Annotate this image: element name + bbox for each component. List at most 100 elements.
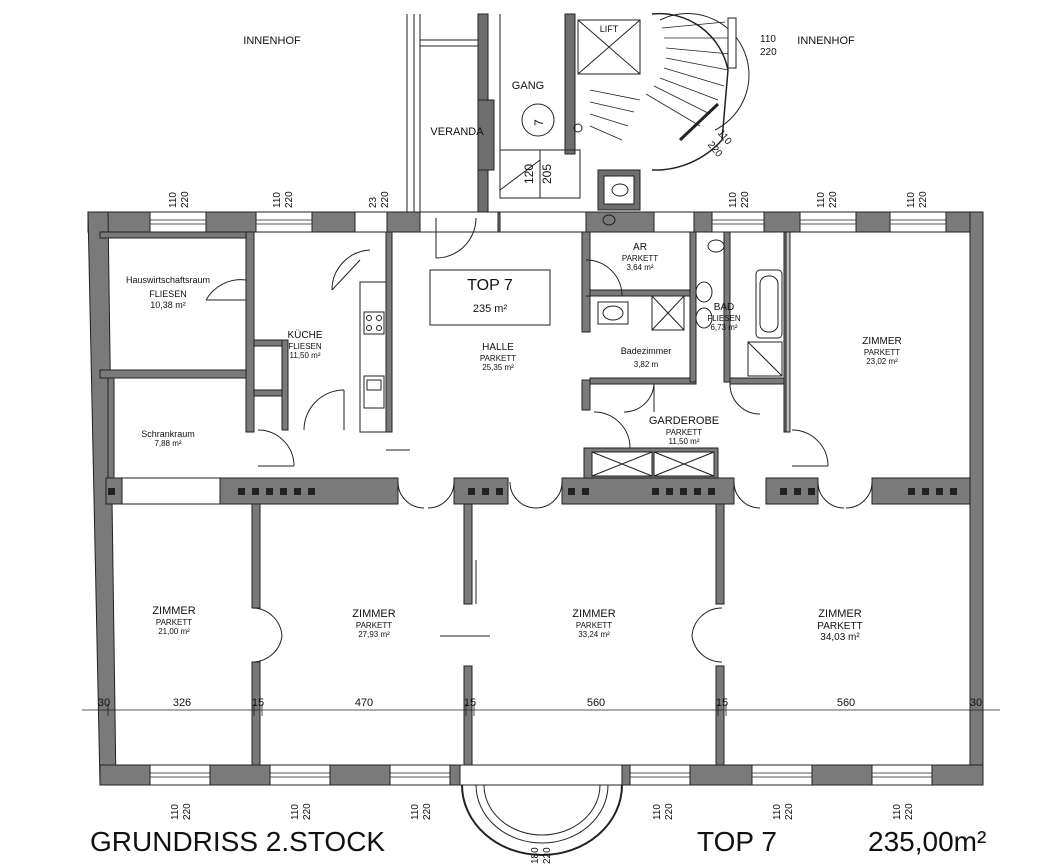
room-name: GARDEROBE: [648, 415, 720, 427]
room-floor: PARKETT: [665, 427, 703, 437]
room-zimmer-ne: ZIMMER PARKETT 23,02 m²: [862, 336, 901, 366]
door-swings: [122, 217, 873, 663]
corridor-label: GANG: [511, 80, 545, 92]
room-floor: FLIESEN: [149, 289, 187, 300]
room-ar: AR PARKETT 3,64 m²: [622, 242, 658, 272]
win-mark-bottom-2a: 110: [290, 804, 301, 820]
win-mark-top-4a: 110: [728, 192, 739, 208]
room-name: ZIMMER: [862, 336, 902, 347]
room-name: Schrankraum: [141, 429, 195, 439]
win-mark-bottom-4a: 110: [652, 804, 663, 820]
room-area: 11,50 m²: [668, 436, 700, 446]
room-name: HALLE: [482, 342, 514, 353]
courtyard-right-label: INNENHOF: [797, 35, 855, 47]
window-lines: [150, 219, 946, 778]
courtyard-left-label: INNENHOF: [243, 35, 301, 47]
plan-title: GRUNDRISS 2.STOCK: [90, 826, 386, 857]
lift-label: LIFT: [599, 24, 619, 34]
win-mark-top-6a: 110: [906, 192, 917, 208]
dim-15-c: 15: [715, 697, 729, 709]
room-zimmer-1: ZIMMER PARKETT 21,00 m²: [152, 605, 195, 636]
win-mark-top-6b: 220: [918, 191, 929, 208]
window-gaps: [149, 211, 947, 786]
win-mark-top-2a: 110: [272, 192, 283, 208]
central-wall: [105, 477, 971, 505]
win-mark-top-1a: 110: [168, 192, 179, 208]
stair-mark-220: 220: [760, 47, 777, 58]
win-mark-top-5a: 110: [816, 192, 827, 208]
room-name: KÜCHE: [287, 330, 323, 341]
room-floor: PARKETT: [863, 347, 901, 357]
wall-ventilation-squares: [108, 488, 957, 495]
room-area: 34,03 m²: [820, 632, 860, 644]
room-name: AR: [633, 242, 647, 253]
room-area: 23,02 m²: [866, 356, 898, 366]
room-hauswirtschaftsraum: Hauswirtschaftsraum FLIESEN 10,38 m²: [126, 275, 210, 310]
room-halle: HALLE PARKETT 25,35 m²: [480, 342, 516, 372]
room-kueche: KÜCHE FLIESEN 11,50 m²: [287, 330, 322, 360]
room-zimmer-4: ZIMMER PARKETT 34,03 m²: [817, 608, 862, 644]
bay-mark-b: 220: [542, 847, 553, 864]
dim-560-b: 560: [836, 697, 856, 709]
room-area: 21,00 m²: [158, 626, 190, 636]
win-mark-bottom-5a: 110: [772, 804, 783, 820]
bay-mark-a: 180: [530, 847, 541, 864]
room-zimmer-2: ZIMMER PARKETT 27,93 m²: [352, 608, 395, 639]
win-mark-bottom-6b: 220: [904, 803, 915, 820]
win-mark-top-1b: 220: [180, 191, 191, 208]
bathroom-fixtures: [597, 214, 783, 377]
room-name: BAD: [713, 302, 735, 313]
win-mark-top-3b: 220: [380, 191, 391, 208]
room-floor: PARKETT: [479, 353, 517, 363]
dim-560-a: 560: [586, 697, 606, 709]
stair-number: 7: [532, 119, 546, 126]
unit-box-title: TOP 7: [467, 277, 513, 294]
room-floor: PARKETT: [621, 253, 659, 263]
door-mark-b: 205: [540, 163, 554, 184]
room-bad: BAD FLIESEN 6,73 m²: [707, 302, 740, 332]
win-mark-bottom-3b: 220: [422, 803, 433, 820]
room-schrankraum: Schrankraum 7,88 m²: [141, 429, 195, 449]
win-mark-top-4b: 220: [740, 191, 751, 208]
room-area: 27,93 m²: [358, 629, 390, 639]
room-floor: FLIESEN: [707, 313, 741, 323]
room-area: 10,38 m²: [150, 299, 186, 310]
wardrobe-units: [591, 451, 715, 477]
win-mark-bottom-1b: 220: [182, 803, 193, 820]
dim-30-right: 30: [969, 697, 983, 709]
stair-core: [499, 12, 750, 211]
door-mark-a: 120: [522, 163, 536, 184]
room-area: 11,50 m²: [289, 350, 321, 360]
room-area: 3,82 m: [633, 360, 659, 370]
room-floor: PARKETT: [817, 620, 863, 632]
room-name: ZIMMER: [572, 608, 616, 620]
room-name: ZIMMER: [818, 608, 862, 620]
partition-thin-lines: [386, 449, 490, 637]
kitchen-counter: [359, 281, 387, 433]
veranda-label: VERANDA: [430, 126, 484, 138]
room-area: 7,88 m²: [154, 439, 182, 449]
dim-30-left: 30: [97, 697, 111, 709]
win-mark-bottom-2b: 220: [302, 803, 313, 820]
dim-326: 326: [172, 697, 192, 709]
room-name: Badezimmer: [620, 346, 672, 356]
unit-label-box: [429, 269, 551, 326]
room-floor: FLIESEN: [288, 341, 322, 351]
win-mark-bottom-6a: 110: [892, 804, 903, 820]
total-area: 235,00m²: [868, 826, 987, 857]
room-area: 25,35 m²: [482, 362, 514, 372]
dim-15-a: 15: [251, 697, 265, 709]
room-zimmer-3: ZIMMER PARKETT 33,24 m²: [572, 608, 615, 639]
win-mark-top-5b: 220: [828, 191, 839, 208]
room-name: ZIMMER: [152, 605, 196, 617]
unit-name: TOP 7: [697, 826, 777, 857]
win-mark-top-3a: 23: [368, 196, 379, 208]
win-mark-bottom-5b: 220: [784, 803, 795, 820]
room-badezimmer: Badezimmer 3,82 m: [621, 346, 672, 370]
room-garderobe: GARDEROBE PARKETT 11,50 m²: [649, 415, 719, 446]
dim-15-b: 15: [463, 697, 477, 709]
stair-mark-110: 110: [760, 34, 776, 45]
dimension-line: [82, 704, 1000, 716]
win-mark-bottom-3a: 110: [410, 804, 421, 820]
